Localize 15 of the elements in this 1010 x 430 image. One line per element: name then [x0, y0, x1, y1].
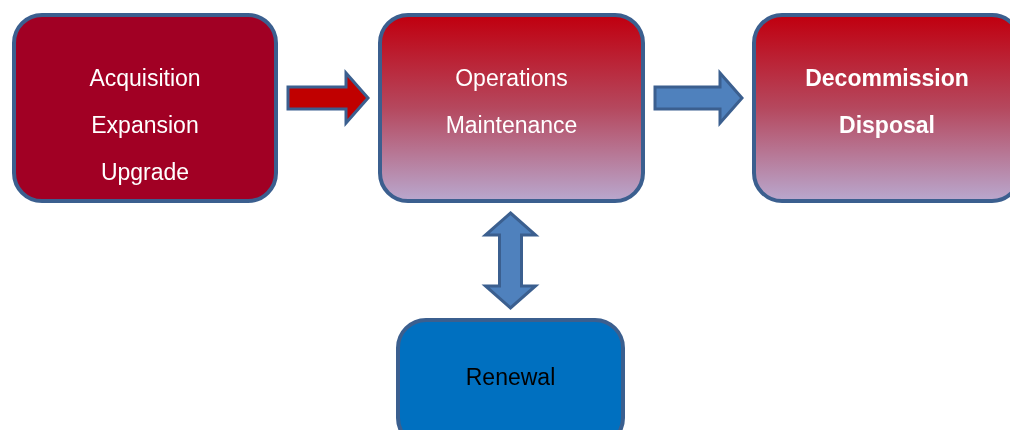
stage-box [378, 13, 645, 203]
double-block-arrow [481, 211, 540, 310]
stage-box [12, 13, 278, 203]
block-arrow [653, 69, 744, 127]
stage-label: Operations [455, 64, 568, 93]
stage-label: Decommission [805, 64, 969, 93]
stage-box [396, 318, 625, 430]
stage-label: Acquisition [89, 64, 201, 93]
stage-label: Upgrade [100, 158, 190, 187]
stage-label: Disposal [839, 111, 935, 140]
stage-label: Renewal [465, 363, 556, 392]
block-arrow [286, 69, 370, 127]
stage-label: Expansion [91, 111, 199, 140]
stage-label: Maintenance [445, 111, 578, 140]
stage-box [752, 13, 1010, 203]
